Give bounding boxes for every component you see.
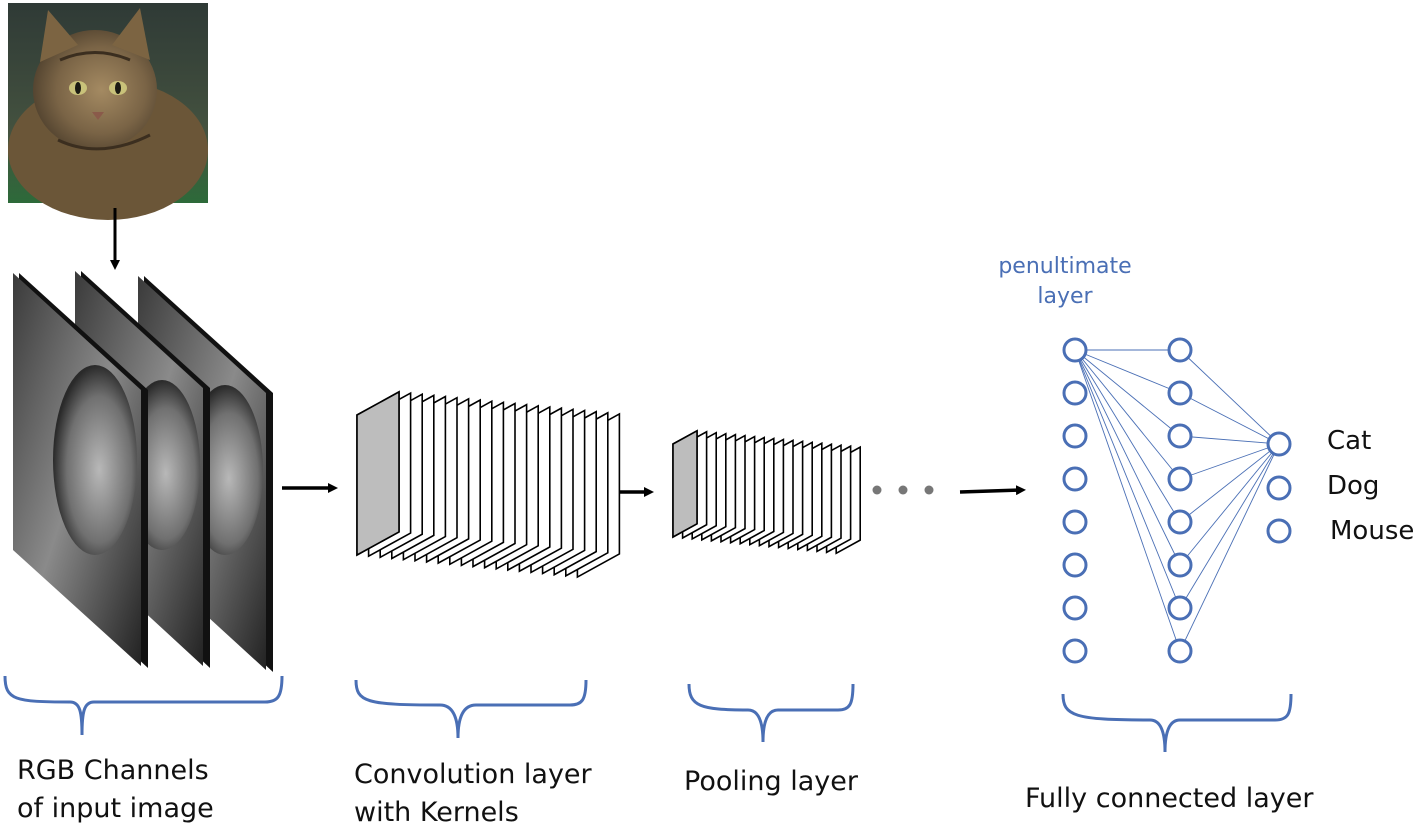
arrow-to-fc xyxy=(959,485,1026,496)
rgb-label-line1: RGB Channels xyxy=(17,755,209,786)
convolution-layer-stack xyxy=(356,390,621,579)
fc-edge xyxy=(1179,443,1280,652)
fc-edge xyxy=(1074,349,1181,480)
penultimate-label: penultimate layer xyxy=(980,252,1150,312)
fc-edge xyxy=(1179,443,1280,609)
fc-edge xyxy=(1074,349,1181,523)
pooling-layer-stack xyxy=(672,429,862,555)
brace-conv xyxy=(354,679,588,739)
hidden-node xyxy=(1167,552,1193,578)
penultimate-node xyxy=(1062,466,1088,492)
fc-nodes xyxy=(1062,337,1292,664)
conv-label-line1: Convolution layer xyxy=(354,759,592,790)
fc-edge xyxy=(1074,349,1181,566)
hidden-node xyxy=(1167,337,1193,363)
rgb-channel-red xyxy=(13,273,148,668)
fc-edge xyxy=(1179,349,1280,445)
fc-edge xyxy=(1179,443,1280,566)
output-label-dog: Dog xyxy=(1327,471,1380,501)
fc-edge xyxy=(1179,443,1280,523)
output-node xyxy=(1266,431,1292,457)
convolution-layer-label: Convolution layer with Kernels xyxy=(354,756,592,832)
penultimate-node xyxy=(1062,337,1088,363)
hidden-node xyxy=(1167,595,1193,621)
fc-edge xyxy=(1179,392,1280,445)
rgb-label-line2: of input image xyxy=(17,793,214,824)
penultimate-node xyxy=(1062,552,1088,578)
penultimate-node xyxy=(1062,638,1088,664)
fc-edge xyxy=(1179,443,1280,480)
brace-fc xyxy=(1061,693,1293,753)
hidden-node xyxy=(1167,380,1193,406)
output-node xyxy=(1266,518,1292,544)
fc-connections xyxy=(1074,349,1280,652)
penultimate-label-line2: layer xyxy=(1037,284,1093,309)
fc-edge xyxy=(1074,349,1181,652)
rgb-channels-label: RGB Channels of input image xyxy=(17,752,214,828)
hidden-node xyxy=(1167,466,1193,492)
fc-edge xyxy=(1074,349,1181,437)
fc-edge xyxy=(1074,349,1181,394)
output-label-mouse: Mouse xyxy=(1330,516,1415,546)
fc-edge xyxy=(1074,349,1181,609)
penultimate-node xyxy=(1062,595,1088,621)
pool-front-slice xyxy=(672,429,698,539)
input-cat-image xyxy=(8,3,208,220)
fully-connected-label: Fully connected layer xyxy=(1025,783,1314,814)
brace-rgb xyxy=(3,675,284,736)
conv-front-slice xyxy=(356,390,400,557)
brace-pool xyxy=(687,683,855,743)
hidden-node xyxy=(1167,638,1193,664)
hidden-node xyxy=(1167,509,1193,535)
penultimate-node xyxy=(1062,509,1088,535)
fc-edge xyxy=(1179,435,1280,445)
conv-label-line2: with Kernels xyxy=(354,797,519,828)
output-node xyxy=(1266,475,1292,501)
penultimate-node xyxy=(1062,423,1088,449)
hidden-node xyxy=(1167,423,1193,449)
output-label-cat: Cat xyxy=(1327,426,1372,456)
penultimate-label-line1: penultimate xyxy=(998,254,1132,279)
pooling-layer-label: Pooling layer xyxy=(684,766,858,797)
penultimate-node xyxy=(1062,380,1088,406)
ellipsis-dots xyxy=(872,485,934,495)
